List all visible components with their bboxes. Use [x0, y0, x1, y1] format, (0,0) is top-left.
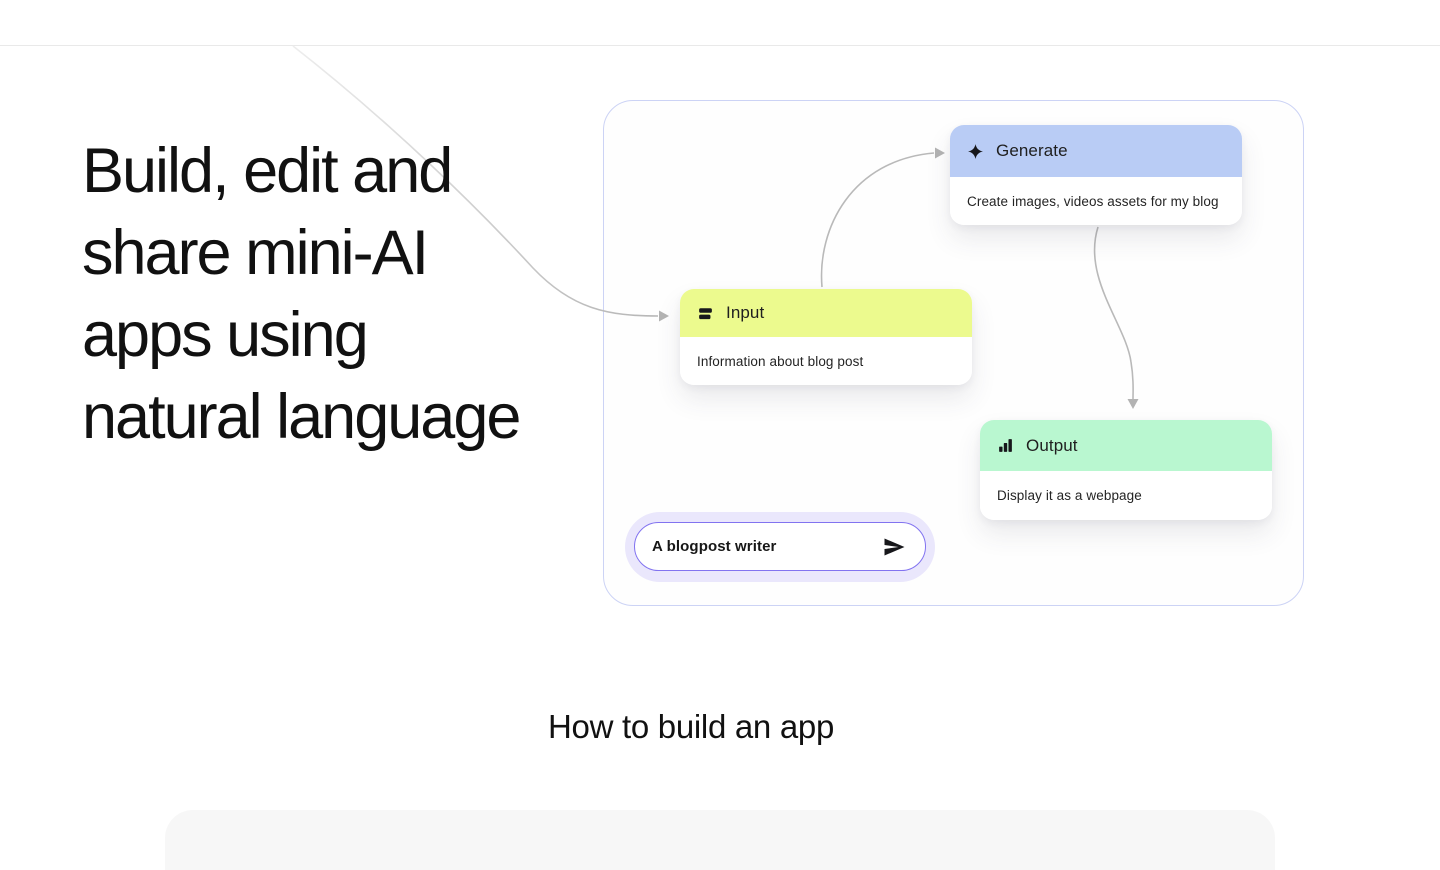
prompt-input[interactable]: A blogpost writer: [634, 522, 926, 571]
input-node-description: Information about blog post: [680, 337, 972, 385]
send-icon: [884, 538, 905, 555]
headline-line: share mini-AI: [82, 218, 429, 288]
send-button[interactable]: [882, 535, 906, 559]
next-section-card: [165, 810, 1275, 870]
prompt-halo: A blogpost writer: [625, 512, 935, 582]
generate-node-title: Generate: [996, 141, 1068, 160]
generate-node-header: Generate: [950, 125, 1242, 177]
headline-line: apps using: [82, 300, 369, 370]
bar-chart-icon: [999, 439, 1012, 452]
headline-line: Build, edit and: [82, 136, 453, 206]
output-node-description: Display it as a webpage: [980, 471, 1272, 520]
headline-line: natural language: [82, 382, 521, 452]
sparkle-icon: [968, 143, 983, 159]
generate-node[interactable]: Generate Create images, videos assets fo…: [950, 125, 1242, 225]
input-node-header: Input: [680, 289, 972, 337]
output-node-header: Output: [980, 420, 1272, 471]
hero-headline: Build, edit and share mini-AI apps using…: [82, 130, 521, 458]
input-node-title: Input: [726, 303, 765, 322]
generate-node-description: Create images, videos assets for my blog: [950, 177, 1242, 225]
section-title: How to build an app: [548, 708, 834, 745]
output-node[interactable]: Output Display it as a webpage: [980, 420, 1272, 520]
output-node-title: Output: [1026, 435, 1078, 455]
top-divider: [0, 45, 1440, 46]
notes-icon: [699, 307, 712, 319]
input-node[interactable]: Input Information about blog post: [680, 289, 972, 385]
prompt-value: A blogpost writer: [652, 538, 777, 555]
